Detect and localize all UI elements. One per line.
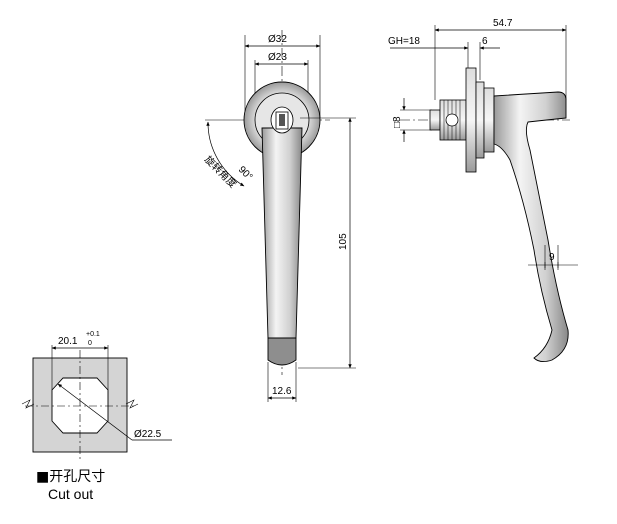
bezel-flange [483, 87, 495, 153]
square-bullet-icon: ■ [36, 469, 50, 485]
square-shaft [429, 109, 441, 131]
dim-outer-diameter: Ø32 [268, 34, 287, 45]
side-view: 54.7 GH=18 6 □8 [388, 18, 578, 363]
rotation-arc [206, 121, 245, 187]
handle-side-profile [493, 91, 569, 363]
angle-caption: 旋转角度 [202, 153, 239, 190]
dim-inner-diameter: Ø23 [268, 52, 287, 63]
cam-pin [445, 113, 459, 127]
cutout-caption-cn: ■开孔尺寸 [36, 469, 106, 485]
dim-grip-range: GH=18 [388, 36, 420, 47]
tolerance-lower: 0 [88, 340, 92, 347]
dim-height: 105 [338, 233, 349, 250]
gasket [475, 81, 485, 159]
dim-handle-width: 9 [549, 252, 555, 263]
mounting-nut [465, 67, 477, 173]
front-view: Ø32 Ø23 90° 旋转角度 105 12.6 [202, 30, 356, 402]
dim-total-length: 54.7 [493, 18, 513, 29]
cutout-caption-en: Cut out [48, 486, 94, 502]
dim-cutout-diameter: Ø22.5 [134, 429, 162, 440]
handle-body [261, 127, 303, 339]
dim-offset: 6 [482, 36, 488, 47]
tolerance-upper: +0.1 [86, 331, 100, 338]
dim-bottom-width: 12.6 [272, 386, 292, 397]
dim-cutout-width: 20.1 [58, 336, 78, 347]
handle-tip [267, 337, 297, 366]
dim-square: □8 [392, 116, 403, 128]
angle-label: 90° [236, 164, 254, 182]
cutout-view: 20.1 +0.1 0 Ø22.5 [21, 331, 172, 460]
